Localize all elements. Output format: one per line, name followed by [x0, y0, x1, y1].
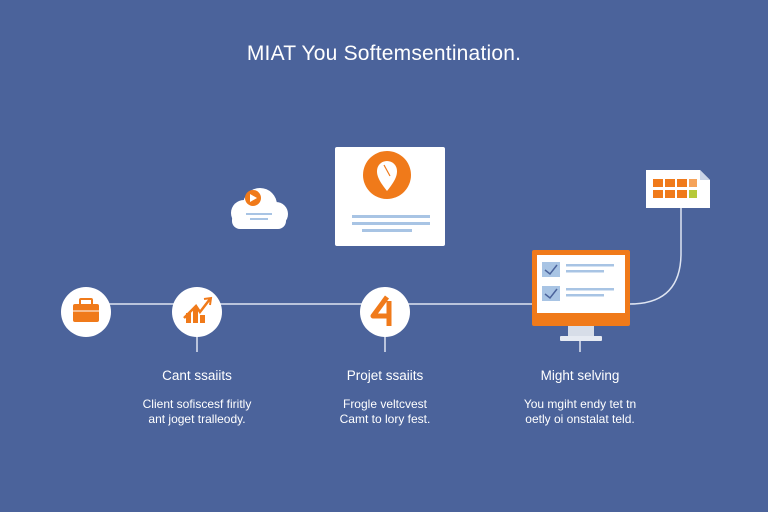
- step-3-label: Might selving: [540, 368, 620, 383]
- cloud-play-icon: [231, 188, 288, 229]
- step-2-description: Frogle veltcvest Camt to lory fest.: [305, 397, 465, 427]
- briefcase-icon: [61, 287, 111, 337]
- step-3-description: You mgiht endy tet tn oetly oi onstalat …: [495, 397, 665, 427]
- step-1-desc-line-2: ant joget tralleody.: [148, 412, 246, 426]
- step-3-desc-line-1: You mgiht endy tet tn: [523, 397, 637, 411]
- step-2-desc-line-2: Camt to lory fest.: [339, 412, 431, 426]
- step-2-desc-line-1: Frogle veltcvest: [342, 397, 428, 411]
- step-1-description: Client sofiscesf firitly ant joget trall…: [117, 397, 277, 427]
- timeline-connector: [86, 206, 682, 305]
- step-2-label: Projet ssaiits: [346, 368, 424, 383]
- page-title: MIAT You Softemsentination.: [246, 42, 522, 65]
- step-1-desc-line-1: Client sofiscesf firitly: [142, 397, 252, 411]
- project-number-icon: [360, 287, 410, 337]
- calendar-grid-icon: [646, 170, 710, 208]
- step-1-label: Cant ssaiits: [162, 368, 232, 383]
- document-location-card: [335, 147, 445, 246]
- monitor-checklist-icon: [532, 250, 630, 341]
- step-3-desc-line-2: oetly oi onstalat teld.: [525, 412, 635, 426]
- growth-chart-icon: [172, 287, 222, 337]
